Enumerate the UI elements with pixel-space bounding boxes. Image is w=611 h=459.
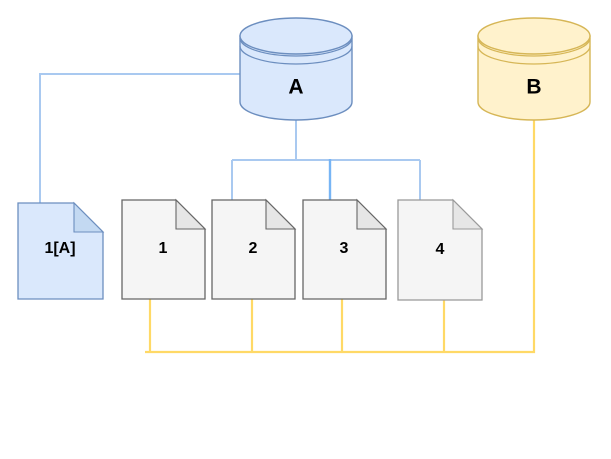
node-cylinder-a[interactable]: A [239,17,353,121]
document-1a-fold [73,201,105,233]
cylinder-a-band-1 [239,37,353,57]
node-cylinder-b[interactable]: B [477,17,591,121]
cylinder-a-band-2 [239,45,353,65]
document-3-fold [356,198,388,230]
cylinder-a-label: A [288,76,303,99]
document-3-label: 3 [340,240,349,257]
document-1-label: 1 [159,240,168,257]
node-document-2[interactable]: 2 [211,198,297,300]
node-document-1[interactable]: 1 [121,198,207,300]
cylinder-a-body [239,35,353,121]
document-2-label: 2 [249,240,258,257]
cylinder-b-band-1 [477,37,591,57]
node-document-3[interactable]: 3 [302,198,388,300]
document-4-fold [452,198,484,230]
node-document-4[interactable]: 4 [397,198,484,301]
edge-a-to-doc-1a [39,73,240,205]
cylinder-b-band-2 [477,45,591,65]
cylinder-b-top [477,17,591,55]
edge-b-to-bus [145,120,536,354]
document-2-fold [265,198,297,230]
document-4-label: 4 [436,241,445,258]
cylinder-b-body [477,35,591,121]
cylinder-a-top [239,17,353,55]
edge-layer [39,73,536,354]
node-document-1a[interactable]: 1[A] [17,201,105,300]
cylinder-b-label: B [526,76,541,99]
document-1a-label: 1[A] [44,240,75,257]
document-1-fold [175,198,207,230]
